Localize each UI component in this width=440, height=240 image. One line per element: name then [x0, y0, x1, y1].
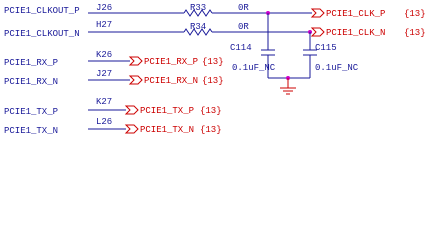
cap-value-c115: 0.1uF_NC — [315, 63, 359, 73]
net-label-clkout-p: PCIE1_CLKOUT_P — [4, 6, 80, 16]
cap-value-c114: 0.1uF_NC — [232, 63, 276, 73]
offpage-arrow-tx-p — [124, 105, 139, 115]
offpage-page-ref-rx-p: {13} — [202, 57, 224, 67]
offpage-arrow-rx-p — [128, 56, 143, 66]
pin-number-k27: K27 — [96, 97, 112, 107]
net-label-clkout-n: PCIE1_CLKOUT_N — [4, 29, 80, 39]
offpage-page-ref-clk-p: {13} — [404, 9, 426, 19]
offpage-label-tx-n: PCIE1_TX_N — [140, 125, 194, 135]
pin-number-k26: K26 — [96, 50, 112, 60]
resistor-r34-symbol — [183, 28, 213, 36]
net-label-rx-n: PCIE1_RX_N — [4, 77, 58, 87]
resistor-ref-r34: R34 — [190, 22, 206, 32]
resistor-value-r34: 0R — [238, 22, 249, 32]
offpage-label-clk-p: PCIE1_CLK_P — [326, 9, 385, 19]
resistor-r33-symbol — [183, 9, 213, 17]
net-label-rx-p: PCIE1_RX_P — [4, 58, 58, 68]
resistor-value-r33: 0R — [238, 3, 249, 13]
cap-ref-c115: C115 — [315, 43, 337, 53]
offpage-label-tx-p: PCIE1_TX_P — [140, 106, 194, 116]
offpage-page-ref-rx-n: {13} — [202, 76, 224, 86]
pin-number-j26: J26 — [96, 3, 112, 13]
offpage-label-clk-n: PCIE1_CLK_N — [326, 28, 385, 38]
pin-number-l26: L26 — [96, 117, 112, 127]
pin-number-j27: J27 — [96, 69, 112, 79]
pin-number-h27: H27 — [96, 20, 112, 30]
offpage-page-ref-tx-n: {13} — [200, 125, 222, 135]
offpage-arrow-clk-n — [310, 27, 325, 37]
offpage-arrow-rx-n — [128, 75, 143, 85]
cap-ref-c114: C114 — [230, 43, 252, 53]
resistor-ref-r33: R33 — [190, 3, 206, 13]
offpage-label-rx-p: PCIE1_RX_P — [144, 57, 198, 67]
net-label-tx-p: PCIE1_TX_P — [4, 107, 58, 117]
offpage-arrow-tx-n — [124, 124, 139, 134]
schematic-canvas: PCIE1_CLKOUT_P J26 R33 0R PCIE1_CLK_P {1… — [4, 3, 426, 136]
offpage-page-ref-clk-n: {13} — [404, 28, 426, 38]
offpage-page-ref-tx-p: {13} — [200, 106, 222, 116]
offpage-label-rx-n: PCIE1_RX_N — [144, 76, 198, 86]
offpage-arrow-clk-p — [310, 8, 325, 18]
schematic-svg: PCIE1_CLKOUT_P J26 R33 0R PCIE1_CLK_P {1… — [4, 3, 426, 136]
net-label-tx-n: PCIE1_TX_N — [4, 126, 58, 136]
